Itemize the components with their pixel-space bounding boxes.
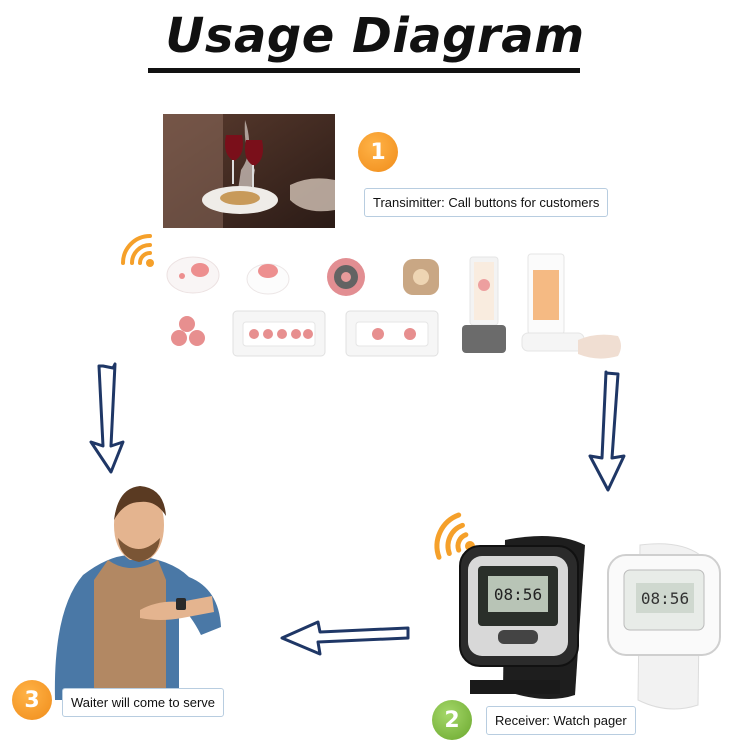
call-button	[345, 310, 439, 357]
call-button	[246, 263, 290, 295]
call-button	[403, 259, 439, 295]
step-3-badge: 3	[12, 680, 52, 720]
step-3-caption: Waiter will come to serve	[62, 688, 224, 717]
step-1-caption: Transimitter: Call buttons for customers	[364, 188, 609, 217]
call-button	[327, 258, 365, 296]
arrow-to-receiver	[588, 370, 626, 492]
watch-pager-black	[459, 536, 585, 699]
call-buttons-group	[166, 253, 621, 359]
watch-time-display: 08:56	[494, 585, 542, 604]
wifi-signal-icon	[434, 512, 475, 560]
arrow-to-waiter-from-receiver	[280, 620, 410, 656]
step-2-caption: Receiver: Watch pager	[486, 706, 636, 735]
step-1-badge: 1	[358, 132, 398, 172]
restaurant-photo	[163, 114, 335, 228]
call-button	[166, 256, 220, 294]
call-button	[232, 310, 326, 357]
watch-time-display: 08:56	[641, 589, 689, 608]
call-button	[462, 256, 506, 353]
watch-pager-white	[607, 543, 721, 710]
step-2-badge: 2	[432, 700, 472, 740]
waiter-figure	[54, 486, 221, 700]
diagram-title: Usage Diagram	[165, 8, 585, 64]
call-button	[521, 253, 621, 359]
wifi-signal-icon	[121, 234, 154, 267]
title-underline	[148, 68, 580, 73]
call-button	[171, 316, 205, 346]
arrow-to-waiter	[89, 362, 125, 474]
